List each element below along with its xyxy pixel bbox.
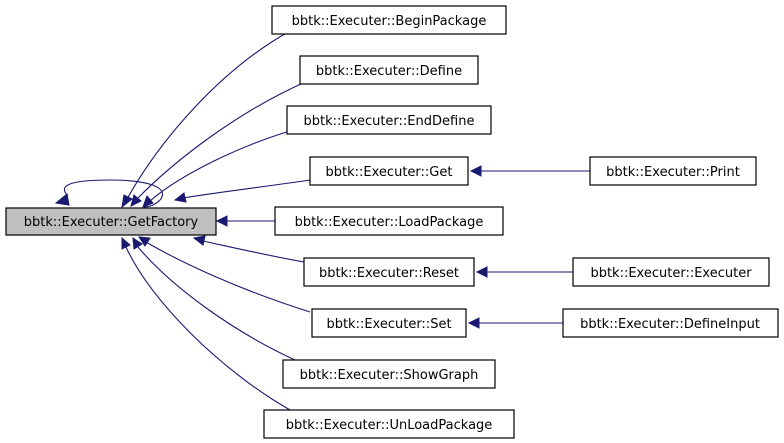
node-define[interactable]: bbtk::Executer::Define	[299, 55, 479, 85]
edge-set-arrow	[138, 236, 151, 247]
edge-executer-reset-arrow	[475, 266, 488, 278]
edge-unloadpackage-arrow	[121, 236, 131, 250]
edge-get	[182, 179, 311, 199]
edge-enddefine-arrow	[142, 195, 154, 208]
edge-define	[136, 79, 311, 200]
edge-beginpackage-arrow	[121, 194, 133, 209]
edge-showgraph-arrow	[132, 237, 143, 250]
edge-showgraph	[137, 246, 296, 361]
node-defineinput-label: bbtk::Executer::DefineInput	[580, 317, 760, 332]
node-define-label: bbtk::Executer::Define	[316, 64, 462, 79]
edge-set	[145, 241, 311, 313]
node-print-label: bbtk::Executer::Print	[606, 165, 740, 180]
edge-enddefine	[149, 127, 301, 202]
node-enddefine[interactable]: bbtk::Executer::EndDefine	[286, 105, 492, 135]
node-root-label: bbtk::Executer::GetFactory	[24, 215, 199, 230]
node-showgraph-label: bbtk::Executer::ShowGraph	[300, 368, 479, 383]
edge-reset-arrow	[192, 235, 206, 246]
node-showgraph[interactable]: bbtk::Executer::ShowGraph	[282, 359, 496, 389]
node-loadpackage[interactable]: bbtk::Executer::LoadPackage	[274, 206, 504, 236]
edge-get-arrow	[173, 192, 187, 203]
node-loadpackage-label: bbtk::Executer::LoadPackage	[295, 215, 484, 230]
node-set-label: bbtk::Executer::Set	[326, 317, 451, 332]
node-print[interactable]: bbtk::Executer::Print	[589, 156, 757, 186]
node-set[interactable]: bbtk::Executer::Set	[311, 308, 467, 338]
edge-reset	[202, 240, 305, 263]
edge-defineinput-set-arrow	[467, 317, 480, 329]
node-defineinput[interactable]: bbtk::Executer::DefineInput	[562, 308, 779, 338]
edge-loadpackage-arrow	[215, 215, 228, 227]
node-reset[interactable]: bbtk::Executer::Reset	[303, 257, 475, 287]
node-executer[interactable]: bbtk::Executer::Executer	[572, 257, 770, 287]
edge-define-arrow	[130, 194, 142, 207]
edges	[54, 30, 590, 411]
node-unloadpackage[interactable]: bbtk::Executer::UnLoadPackage	[263, 409, 515, 439]
node-enddefine-label: bbtk::Executer::EndDefine	[304, 114, 475, 129]
edge-beginpackage	[126, 30, 291, 200]
node-root[interactable]: bbtk::Executer::GetFactory	[5, 207, 217, 236]
node-get[interactable]: bbtk::Executer::Get	[309, 156, 469, 186]
node-unloadpackage-label: bbtk::Executer::UnLoadPackage	[286, 418, 493, 433]
node-reset-label: bbtk::Executer::Reset	[319, 266, 459, 281]
node-executer-label: bbtk::Executer::Executer	[590, 266, 752, 281]
edge-print-get-arrow	[469, 165, 482, 177]
node-get-label: bbtk::Executer::Get	[326, 165, 453, 180]
node-beginpackage[interactable]: bbtk::Executer::BeginPackage	[271, 5, 507, 35]
edge-self-loop	[63, 179, 163, 208]
edge-unloadpackage	[125, 246, 291, 411]
nodes: bbtk::Executer::GetFactory bbtk::Execute…	[5, 5, 779, 439]
edge-self-loop-arrow	[54, 193, 70, 206]
node-beginpackage-label: bbtk::Executer::BeginPackage	[292, 14, 487, 29]
